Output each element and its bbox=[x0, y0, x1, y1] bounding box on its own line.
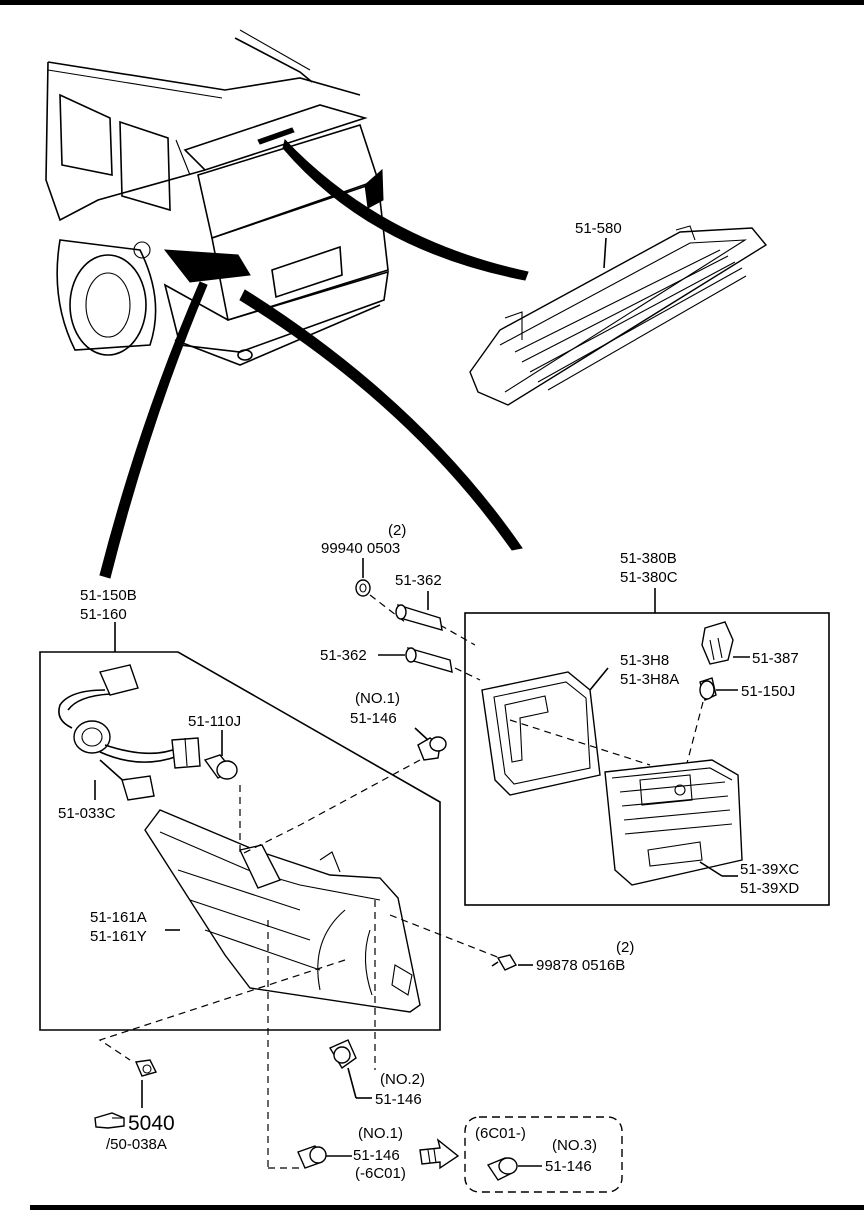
label-clip-bottom-sub: (-6C01) bbox=[355, 1165, 406, 1182]
clip-no3 bbox=[486, 1157, 518, 1181]
label-lens-b: 51-161Y bbox=[90, 928, 147, 945]
label-socket-387: 51-387 bbox=[752, 650, 799, 667]
label-lens-a: 51-161A bbox=[90, 909, 147, 926]
label-bulb-150j: 51-150J bbox=[741, 683, 795, 700]
label-clip-no2-qty: (NO.2) bbox=[380, 1071, 425, 1088]
label-bulb-110j: 51-110J bbox=[188, 713, 241, 730]
label-rear-combo-a: 51-150B bbox=[80, 587, 137, 604]
combo-lamp-frame bbox=[39, 651, 441, 1031]
bottom-border bbox=[30, 1205, 864, 1210]
bracket-lower bbox=[405, 647, 453, 673]
wiring-harness-socket bbox=[58, 664, 201, 801]
clip-no1 bbox=[417, 736, 447, 761]
tail-lamp-housing bbox=[144, 809, 421, 1013]
label-nut-qty: (2) bbox=[388, 522, 406, 539]
bulb-150j bbox=[699, 677, 717, 701]
bracket-upper bbox=[395, 604, 443, 631]
label-socket-033c: 51-033C bbox=[58, 805, 116, 822]
high-mount-stop-lamp bbox=[469, 225, 768, 406]
label-clip-no3-qty: (NO.3) bbox=[552, 1137, 597, 1154]
label-clip-bottom-qty: (NO.1) bbox=[358, 1125, 403, 1142]
variant-group-box bbox=[464, 1116, 623, 1193]
gasket-3h8 bbox=[481, 671, 601, 796]
label-clip-no3: 51-146 bbox=[545, 1158, 592, 1175]
label-inner-lamp-a: 51-380B bbox=[620, 550, 677, 567]
label-inner-lens-a: 51-39XC bbox=[740, 861, 799, 878]
callout-sweep-combo-lamp bbox=[99, 281, 208, 579]
label-gasket-a: 51-3H8 bbox=[620, 652, 669, 669]
vehicle-rear-illustration bbox=[45, 29, 389, 366]
inner-lamp-frame bbox=[464, 612, 830, 906]
label-bracket-upper: 51-362 bbox=[395, 572, 442, 589]
callout-sweep-inner-lamp bbox=[239, 289, 523, 551]
top-border bbox=[0, 0, 864, 5]
label-screw-qty: (2) bbox=[616, 939, 634, 956]
nut-99940 bbox=[355, 579, 371, 597]
clip-bottom-no1 bbox=[297, 1145, 327, 1169]
label-ref-code: 5040 bbox=[128, 1112, 175, 1135]
label-clip-no2: 51-146 bbox=[375, 1091, 422, 1108]
pointing-hand-icon bbox=[94, 1112, 125, 1129]
label-clip-no1-qty: (NO.1) bbox=[355, 690, 400, 707]
callout-sweep-high-mount bbox=[282, 138, 529, 281]
label-clip-no1: 51-146 bbox=[350, 710, 397, 727]
label-screw-part: 99878 0516B bbox=[536, 957, 625, 974]
label-high-mount-lamp: 51-580 bbox=[575, 220, 622, 237]
arrow-right-icon bbox=[419, 1138, 460, 1170]
socket-387 bbox=[701, 621, 734, 665]
label-clip-bottom: 51-146 bbox=[353, 1147, 400, 1164]
label-bracket-lower: 51-362 bbox=[320, 647, 367, 664]
bulb-110j bbox=[203, 754, 238, 780]
label-nut-part: 99940 0503 bbox=[321, 540, 400, 557]
label-inner-lens-b: 51-39XD bbox=[740, 880, 799, 897]
clip-no2 bbox=[328, 1039, 357, 1070]
label-variant-code: (6C01-) bbox=[475, 1125, 526, 1142]
label-gasket-b: 51-3H8A bbox=[620, 671, 679, 688]
label-inner-lamp-b: 51-380C bbox=[620, 569, 678, 586]
label-rear-combo-b: 51-160 bbox=[80, 606, 127, 623]
label-ref-sub: /50-038A bbox=[106, 1136, 167, 1153]
screw-99878 bbox=[491, 954, 518, 971]
inner-lens-39xc bbox=[604, 759, 743, 886]
screw-lower-left bbox=[134, 1059, 158, 1077]
